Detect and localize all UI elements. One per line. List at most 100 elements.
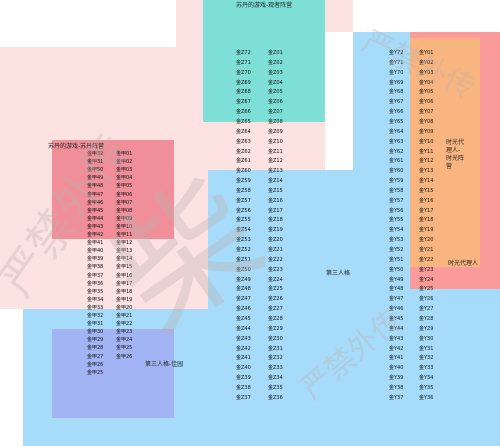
seat-label: 金Z37	[236, 394, 251, 401]
seat-label: 金Z28	[268, 315, 283, 322]
zone-white-slot	[325, 32, 353, 170]
seat-label: 金Y58	[389, 187, 404, 194]
seat-label: 金甲24	[116, 337, 133, 344]
seat-label: 金甲05	[116, 183, 133, 190]
seat-label: 金甲18	[116, 288, 133, 295]
seat-label: 金Z20	[268, 237, 283, 244]
seat-label: 金Z30	[268, 335, 283, 342]
seat-label: 金甲06	[116, 191, 133, 198]
seat-label: 金甲11	[116, 232, 133, 238]
seat-label: 金Z56	[236, 207, 251, 214]
seat-label: 金甲41	[87, 240, 104, 247]
seat-label: 金甲25	[116, 345, 133, 352]
seat-label: 金甲39	[87, 256, 104, 263]
seat-label: 金Y60	[389, 168, 404, 175]
seat-label: 金Z27	[268, 306, 283, 313]
seat-label: 金Z52	[236, 247, 251, 253]
seat-label: 金Y14	[419, 178, 434, 185]
seat-label: 金Z34	[268, 375, 283, 382]
seat-label: 金Y16	[419, 197, 434, 204]
seat-label: 金Z44	[236, 325, 251, 332]
seat-label: 金甲16	[116, 272, 133, 279]
seat-label: 金Y08	[419, 118, 434, 125]
seat-label: 金Y45	[389, 315, 404, 322]
zone-rose	[52, 140, 174, 239]
seat-label: 金Z43	[236, 335, 251, 342]
seat-label: 金Y55	[389, 217, 404, 224]
zone-d-label: 第三人格-佳园	[145, 361, 184, 368]
seat-label: 金Z16	[268, 197, 283, 204]
seat-label: 金甲03	[116, 167, 133, 174]
seat-label: 金甲12	[116, 240, 133, 247]
seat-label: 金甲23	[116, 329, 133, 336]
seat-label: 金Z68	[236, 89, 251, 96]
zone-a-label: 苏丹的游戏-观者阵营	[236, 2, 293, 9]
seat-label: 金Y01	[419, 50, 434, 56]
zone-f-label: 时光代理人	[448, 260, 479, 267]
seat-label: 金甲04	[116, 175, 133, 182]
seat-label: 金Y33	[419, 365, 434, 372]
seat-label: 金Z33	[268, 365, 283, 372]
seat-label: 金Z62	[236, 148, 251, 155]
seat-label: 金Y62	[389, 148, 404, 155]
seat-label: 金甲31	[87, 159, 104, 166]
seat-label: 金Y32	[419, 355, 434, 362]
seat-label: 金Z61	[236, 158, 251, 165]
zone-light-blue-upper-right	[353, 32, 410, 170]
seat-label: 金Y20	[419, 237, 434, 244]
seat-label: 金甲21	[116, 313, 133, 319]
seat-label: 金甲32	[87, 313, 104, 319]
seat-label: 金Z03	[268, 69, 283, 76]
seat-label: 金Z31	[268, 345, 283, 352]
seat-label: 金Z25	[268, 286, 283, 293]
seat-label: 金Y48	[389, 286, 404, 293]
seat-label: 金甲44	[87, 215, 104, 222]
seat-label: 金Z45	[236, 315, 251, 322]
seat-label: 金甲19	[116, 296, 133, 303]
seat-label: 金甲08	[116, 207, 133, 214]
seat-label: 金Z48	[236, 286, 251, 293]
seat-label: 金Y21	[419, 247, 434, 253]
seat-label: 金Z58	[236, 187, 251, 194]
seat-label: 金Z64	[236, 128, 251, 135]
seat-label: 金Y53	[389, 237, 404, 244]
seat-label: 金Z26	[268, 296, 283, 303]
zone-orange	[410, 38, 480, 267]
seat-label: 金Z12	[268, 158, 283, 165]
seat-label: 金Z39	[236, 375, 251, 382]
seat-label: 金Z11	[268, 148, 283, 155]
seat-label: 金甲15	[116, 264, 133, 271]
seat-label: 金Z35	[268, 384, 283, 391]
seat-label: 金Y68	[389, 89, 404, 96]
seat-label: 金Y64	[389, 128, 404, 135]
seat-label: 金Y37	[389, 394, 404, 401]
seat-label: 金Z21	[268, 247, 283, 253]
seat-label: 金Z71	[236, 59, 251, 66]
seat-label: 金甲27	[87, 353, 104, 360]
seat-label: 金Z10	[268, 138, 283, 145]
seat-label: 金甲47	[87, 191, 104, 198]
seat-label: 金Y41	[389, 355, 404, 362]
seat-label: 金Y23	[419, 266, 434, 273]
seat-label: 金Y57	[389, 197, 404, 204]
seat-label: 金Y28	[419, 315, 434, 322]
seat-label: 金甲36	[87, 280, 104, 287]
seat-label: 金Y36	[419, 394, 434, 401]
seat-label: 金甲20	[116, 304, 133, 311]
seat-label: 金甲09	[116, 215, 133, 222]
seat-label: 金Y30	[419, 335, 434, 342]
seat-label: 金Z29	[268, 325, 283, 332]
seat-label: 金甲26	[87, 361, 104, 368]
seat-label: 金Y52	[389, 247, 404, 253]
seat-label: 金Z65	[236, 118, 251, 125]
seat-label: 金甲43	[87, 223, 104, 230]
seat-label: 金甲01	[116, 151, 133, 157]
seat-label: 金甲31	[87, 321, 104, 328]
seat-label: 金Y63	[389, 138, 404, 145]
seat-label: 金Y25	[419, 286, 434, 293]
seat-label: 金甲22	[116, 321, 133, 328]
seat-label: 金Z06	[268, 99, 283, 106]
seat-label: 金甲49	[87, 175, 104, 182]
seat-label: 金Z42	[236, 345, 251, 352]
seat-label: 金Z40	[236, 365, 251, 372]
